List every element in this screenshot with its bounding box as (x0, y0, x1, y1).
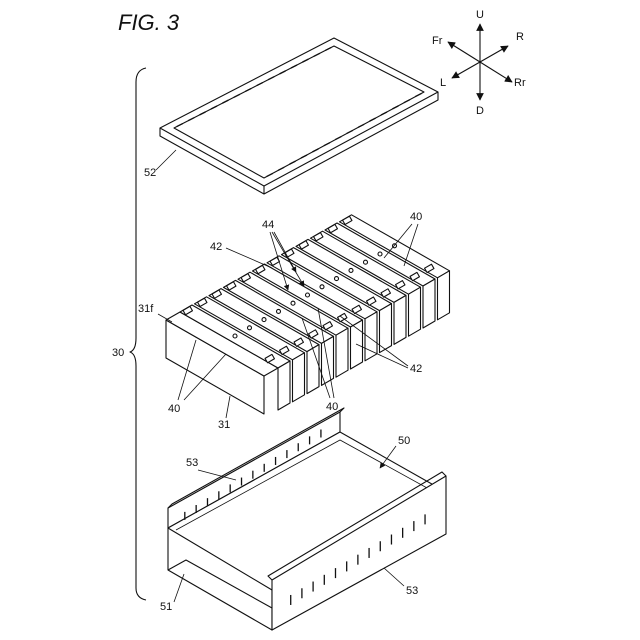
busbar-right-label: 42 (410, 363, 422, 375)
terminal-group-label: 44 (262, 219, 274, 231)
direction-up-label: U (476, 9, 484, 21)
direction-left-label: L (440, 77, 446, 89)
lower-case-label: 50 (398, 435, 410, 447)
direction-compass: U D Fr Rr L R (432, 9, 526, 117)
side-wall-lower-label: 53 (406, 585, 418, 597)
figure-title: FIG. 3 (118, 10, 180, 35)
upper-cover-52: 52 (144, 38, 438, 194)
lower-case-50: 50 53 53 51 (160, 408, 446, 630)
cells-bottom-mid-label: 40 (326, 401, 338, 413)
side-wall-upper-label: 53 (186, 457, 198, 469)
module-body-label: 31 (218, 419, 230, 431)
upper-cover-label: 52 (144, 167, 156, 179)
direction-rear-label: Rr (514, 77, 526, 89)
direction-front-label: Fr (432, 35, 443, 47)
busbar-left-label: 42 (210, 241, 222, 253)
bracket-label: 30 (112, 347, 124, 359)
direction-right-label: R (516, 31, 524, 43)
cells-top-right-label: 40 (410, 211, 422, 223)
cells-bottom-left-label: 40 (168, 403, 180, 415)
assembly-bracket: 30 (112, 68, 146, 600)
case-bottom-label: 51 (160, 601, 172, 613)
direction-down-label: D (476, 105, 484, 117)
battery-module: 31f 31 (138, 215, 450, 431)
module-face-label: 31f (138, 303, 154, 315)
